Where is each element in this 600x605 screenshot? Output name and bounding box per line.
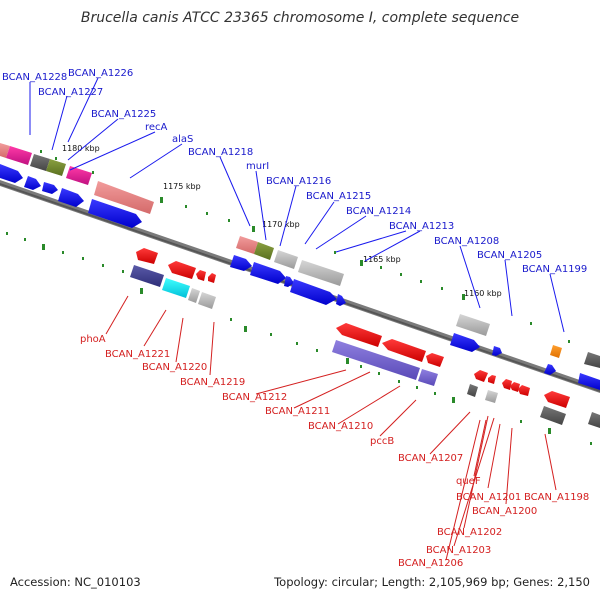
gene-arrow[interactable] [136,248,158,264]
accession-text: Accession: NC_010103 [10,575,141,589]
topology-summary: Topology: circular; Length: 2,105,969 bp… [273,575,590,589]
gene-arrow[interactable] [24,176,41,190]
scale-label: 1160 kbp [464,289,502,298]
gene-label[interactable]: phoA [80,334,106,345]
gene-block[interactable] [298,260,344,286]
gene-arrow[interactable] [88,199,142,228]
gene-block[interactable] [550,345,562,358]
gene-label[interactable]: queF [456,476,481,487]
gene-arrow[interactable] [474,370,488,382]
gene-block[interactable] [584,352,600,368]
gene-arrow[interactable] [544,391,570,408]
gene-label[interactable]: BCAN_A1208 [434,236,499,247]
scale-label: 1165 kbp [363,255,401,264]
gene-block[interactable] [6,146,32,165]
gene-block[interactable] [274,250,298,269]
scale-label: 1180 kbp [62,144,100,153]
gene-arrow[interactable] [488,375,496,384]
gene-arrow[interactable] [426,353,444,367]
reverse-gene-labels: phoA BCAN_A1221 BCAN_A1220 BCAN_A1219 BC… [80,334,589,569]
gene-label[interactable]: BCAN_A1203 [426,545,491,556]
gene-block[interactable] [188,288,200,303]
gene-arrow[interactable] [502,379,512,390]
gene-arrow[interactable] [290,279,337,305]
scale-label: 1170 kbp [262,220,300,229]
gene-arrow[interactable] [284,276,294,287]
gene-arrow[interactable] [0,164,23,183]
gene-arrow[interactable] [382,339,426,362]
gene-label[interactable]: BCAN_A1219 [180,377,245,388]
gene-block[interactable] [456,314,490,336]
gene-block[interactable] [130,265,164,287]
forward-genes [0,143,600,390]
forward-leader-lines [29,77,565,333]
gene-block[interactable] [485,390,498,403]
gene-label[interactable]: BCAN_A1211 [265,406,330,417]
gene-label[interactable]: BCAN_A1214 [346,206,411,217]
forward-gene-labels: BCAN_A1228 BCAN_A1226 BCAN_A1227 BCAN_A1… [2,68,587,275]
gene-block[interactable] [30,154,50,171]
gene-block[interactable] [0,143,10,158]
gene-label[interactable]: BCAN_A1212 [222,392,287,403]
gene-arrow[interactable] [336,323,382,347]
gene-arrow[interactable] [336,294,346,306]
gene-arrow[interactable] [230,255,252,271]
gene-label[interactable]: BCAN_A1220 [142,362,207,373]
reverse-genes [130,248,600,428]
gene-block[interactable] [46,159,66,176]
gene-arrow[interactable] [450,333,480,352]
gene-block[interactable] [418,369,438,386]
gene-label[interactable]: BCAN_A1202 [437,527,502,538]
gene-label[interactable]: murI [246,161,269,172]
gene-label[interactable]: BCAN_A1213 [389,221,454,232]
gene-arrow[interactable] [250,262,286,284]
gene-block[interactable] [94,181,154,214]
gene-label[interactable]: BCAN_A1199 [522,264,587,275]
reverse-leader-lines [105,295,557,561]
tick-marks [6,150,592,445]
gene-arrow[interactable] [544,364,556,375]
gene-label[interactable]: BCAN_A1228 [2,72,67,83]
gene-label[interactable]: pccB [370,436,394,447]
gene-label[interactable]: BCAN_A1210 [308,421,373,432]
gene-arrow[interactable] [492,346,502,356]
gene-block[interactable] [236,236,258,254]
gene-label[interactable]: BCAN_A1206 [398,558,463,569]
gene-arrow[interactable] [510,382,520,392]
gene-arrow[interactable] [208,273,216,283]
gene-arrow[interactable] [168,261,196,279]
gene-arrow[interactable] [42,182,58,194]
gene-label[interactable]: recA [145,122,168,133]
gene-arrow[interactable] [58,188,84,207]
gene-block[interactable] [467,384,478,397]
gene-label[interactable]: BCAN_A1216 [266,176,331,187]
gene-block[interactable] [332,340,420,380]
map-title: Brucella canis ATCC 23365 chromosome I, … [81,10,519,26]
gene-label[interactable]: BCAN_A1225 [91,109,156,120]
gene-label[interactable]: BCAN_A1218 [188,147,253,158]
gene-block[interactable] [254,242,274,260]
gene-label[interactable]: BCAN_A1201 [456,492,521,503]
gene-label[interactable]: alaS [172,134,193,145]
scale-label: 1175 kbp [163,182,201,191]
gene-label[interactable]: BCAN_A1200 [472,506,537,517]
gene-arrow[interactable] [578,373,600,390]
gene-arrow[interactable] [196,270,206,281]
gene-block[interactable] [66,166,92,185]
gene-label[interactable]: BCAN_A1207 [398,453,463,464]
gene-block[interactable] [588,412,600,428]
gene-label[interactable]: BCAN_A1221 [105,349,170,360]
gene-label[interactable]: BCAN_A1215 [306,191,371,202]
gene-label[interactable]: BCAN_A1226 [68,68,133,79]
gene-label[interactable]: BCAN_A1198 [524,492,589,503]
gene-block[interactable] [162,278,190,298]
gene-label[interactable]: BCAN_A1205 [477,250,542,261]
gene-block[interactable] [540,406,566,425]
gene-block[interactable] [198,292,216,309]
gene-label[interactable]: BCAN_A1227 [38,87,103,98]
gene-arrow[interactable] [518,385,530,396]
scale-labels: 1180 kbp 1175 kbp 1170 kbp 1165 kbp 1160… [62,144,502,298]
